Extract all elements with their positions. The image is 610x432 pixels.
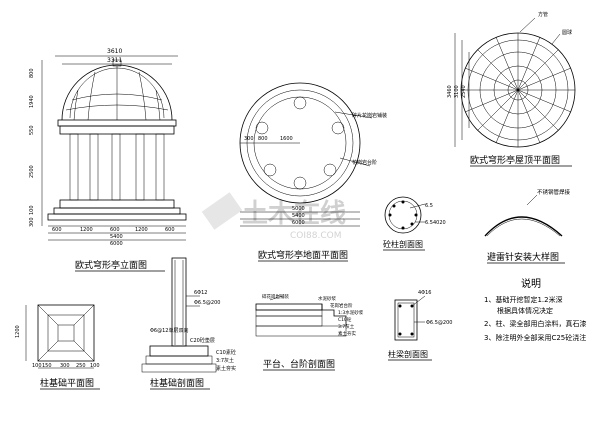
ps-label-5: C10砼 [338, 316, 352, 323]
footing-plan-dim-b4: 250 [76, 363, 86, 369]
elev-dim-bot-2: 1200 [80, 227, 93, 233]
fs-label-7: 素土夯实 [216, 365, 236, 372]
fs-label-2: Φ6.5@200 [194, 300, 220, 306]
floor-dim-a3: 1600 [280, 136, 293, 142]
notes-item-1: 1、基础开挖暂定1.2米深 [484, 295, 563, 304]
ps-label-2: 水泥砂浆 [318, 295, 336, 302]
floor-dim-b2: 5400 [292, 213, 305, 219]
elev-dim-left-5: 100 [29, 205, 35, 215]
elev-dim-bot-5: 600 [165, 227, 175, 233]
footing-plan-dim-b3: 300 [60, 363, 70, 369]
col-section-label2: 6.54020 [425, 220, 446, 226]
lightning-label: 不锈钢管焊接 [537, 188, 571, 196]
elev-dim-left-6: 300 [29, 217, 35, 227]
notes-title: 说明 [521, 277, 541, 290]
lightning-detail-drawing: 不锈钢管焊接 避雷针安装大样图 [484, 188, 571, 264]
footing-plan-dim-b1: 100 [32, 363, 42, 369]
roof-plan-title: 欧式穹形亭屋顶平面图 [470, 154, 560, 166]
platform-section-drawing: 碎花岗岩铺装 水泥砂浆 花岗岩台阶 1:3水泥砂浆 C10砼 3:7灰土 素土夯… [255, 293, 364, 371]
fs-label-3: Φ6@12单层双向 [150, 327, 188, 334]
roof-dim-1: 3460 [447, 85, 453, 98]
lightning-title: 避雷针安装大样图 [487, 251, 559, 263]
elev-dim-top-1: 3610 [107, 48, 122, 55]
floor-dim-b3: 6000 [292, 220, 305, 226]
ps-label-3: 花岗岩台阶 [330, 302, 353, 309]
floor-dim-a1: 300 [244, 136, 254, 142]
col-section-label1: 6.5 [425, 203, 433, 209]
ps-label-6: 3:7灰土 [338, 323, 355, 330]
elevation-title: 欧式穹形亭立面图 [75, 259, 147, 271]
beam-label-2: Φ6.5@200 [426, 320, 452, 326]
elev-dim-bot-3: 600 [110, 227, 120, 233]
footing-plan-dim-b5: 100 [90, 363, 100, 369]
elev-dim-left-2: 1940 [29, 95, 35, 108]
roof-plan-drawing: 方管 圆球 3460 3100 2540 欧式穹形亭屋顶平面图 [447, 11, 576, 167]
notes-item-3: 2、柱、梁全部用白涂料，真石漆 [484, 319, 586, 328]
ps-label-1: 碎花岗岩铺装 [262, 293, 289, 300]
fs-label-6: 3:7灰土 [216, 357, 234, 364]
beam-section-title: 柱梁剖面图 [388, 349, 428, 359]
elevation-drawing: 3610 3311 800 1940 550 2500 100 [29, 48, 187, 272]
footing-plan-dim-side: 1200 [15, 325, 21, 338]
fs-label-4: C20砼垫层 [190, 337, 215, 344]
footing-plan-title: 柱基础平面图 [40, 377, 94, 389]
ps-label-4: 1:3水泥砂浆 [338, 309, 364, 316]
floor-note-tile: 碎片花岗岩铺装 [352, 112, 387, 119]
watermark: 土木在线 COI88.COM [201, 192, 346, 241]
beam-section-drawing: 4Φ16 Φ6.5@200 柱梁剖面图 [388, 290, 452, 361]
roof-dim-2: 3100 [454, 85, 460, 98]
floor-note-step: 花岗岩台阶 [352, 159, 377, 166]
beam-label-1: 4Φ16 [418, 290, 431, 296]
elev-dim-total-2: 6000 [110, 241, 123, 247]
footing-plan-drawing: 1200 100 150 300 250 100 柱基础平面图 [15, 304, 100, 390]
watermark-text: 土木在线 [242, 199, 346, 229]
elev-dim-top-2: 3311 [107, 57, 122, 64]
notes-item-2: 根据具体情况决定 [497, 306, 553, 315]
notes-item-4: 3、除注明外全部采用C25砼浇注 [484, 333, 586, 342]
floor-plan-title: 欧式穹形亭地面平面图 [258, 249, 348, 261]
footing-section-drawing: 6Φ12 Φ6.5@200 Φ6@12单层双向 C20砼垫层 C10素砼 3:7… [141, 257, 236, 390]
elev-dim-total-1: 5400 [110, 234, 123, 240]
elev-dim-left-3: 550 [29, 125, 35, 135]
ps-label-7: 素土夯实 [338, 330, 356, 337]
floor-plan-drawing: 碎片花岗岩铺装 花岗岩台阶 300 800 1600 5000 5400 600… [239, 82, 387, 262]
footing-plan-dim-b2: 150 [42, 363, 52, 369]
footing-section-title: 柱基础剖面图 [150, 377, 204, 389]
elev-dim-left-4: 2500 [29, 165, 35, 178]
floor-dim-a2: 800 [258, 136, 268, 142]
platform-section-title: 平台、台阶剖面图 [263, 358, 335, 370]
fs-label-1: 6Φ12 [194, 290, 207, 296]
column-section-title: 砼柱剖面图 [383, 239, 423, 249]
roof-label-ball: 圆球 [562, 29, 572, 36]
elev-dim-left-1: 800 [29, 68, 35, 78]
roof-label-pipe: 方管 [538, 11, 548, 18]
roof-dim-3: 2540 [461, 85, 467, 98]
floor-dim-b1: 5000 [292, 206, 305, 212]
watermark-sub: COI88.COM [290, 231, 341, 241]
fs-label-5: C10素砼 [216, 349, 236, 356]
column-section-drawing: 6.5 6.54020 砼柱剖面图 [383, 196, 446, 251]
elev-dim-bot-4: 1200 [135, 227, 148, 233]
elev-dim-bot-1: 600 [52, 227, 62, 233]
notes-block: 说明 1、基础开挖暂定1.2米深 根据具体情况决定 2、柱、梁全部用白涂料，真石… [484, 277, 586, 342]
